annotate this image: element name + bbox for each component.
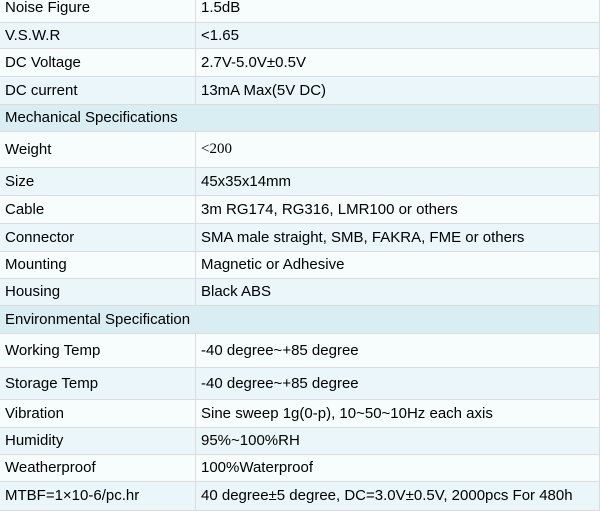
spec-value: 1.5dB: [195, 0, 600, 23]
spec-value: 95%~100%RH: [195, 427, 600, 455]
spec-label: Housing: [0, 278, 196, 306]
spec-label: Mounting: [0, 251, 196, 279]
table-row: Working Temp -40 degree~+85 degree: [0, 333, 600, 368]
table-row: Housing Black ABS: [0, 278, 600, 306]
table-row: DC Voltage 2.7V-5.0V±0.5V: [0, 48, 600, 77]
spec-label: Humidity: [0, 427, 196, 455]
spec-label: DC current: [0, 76, 196, 105]
spec-label: Noise Figure: [0, 0, 196, 23]
table-row: Vibration Sine sweep 1g(0-p), 10~50~10Hz…: [0, 399, 600, 428]
spec-label: Weatherproof: [0, 454, 196, 482]
spec-value: SMA male straight, SMB, FAKRA, FME or ot…: [195, 223, 600, 252]
table-row: Mounting Magnetic or Adhesive: [0, 251, 600, 279]
spec-value: 3m RG174, RG316, LMR100 or others: [195, 195, 600, 224]
spec-label: Vibration: [0, 399, 196, 428]
spec-value: Sine sweep 1g(0-p), 10~50~10Hz each axis: [195, 399, 600, 428]
spec-value: <200: [195, 131, 600, 168]
spec-value: <1.65: [195, 22, 600, 49]
spec-value: -40 degree~+85 degree: [195, 367, 600, 400]
section-header-row: Mechanical Specifications: [0, 104, 600, 132]
spec-value: 13mA Max(5V DC): [195, 76, 600, 105]
table-row: Weight <200: [0, 131, 600, 168]
table-row: Humidity 95%~100%RH: [0, 427, 600, 455]
spec-label: V.S.W.R: [0, 22, 196, 49]
spec-value: 40 degree±5 degree, DC=3.0V±0.5V, 2000pc…: [195, 481, 600, 511]
section-heading-environmental: Environmental Specification: [0, 305, 600, 334]
table-row: V.S.W.R <1.65: [0, 22, 600, 49]
table-row: Cable 3m RG174, RG316, LMR100 or others: [0, 195, 600, 224]
spec-label: Connector: [0, 223, 196, 252]
table-row: Size 45x35x14mm: [0, 167, 600, 196]
spec-value: 100%Waterproof: [195, 454, 600, 482]
section-header-row: Environmental Specification: [0, 305, 600, 334]
table-row: MTBF=1×10-6/pc.hr 40 degree±5 degree, DC…: [0, 481, 600, 511]
table-row: Storage Temp -40 degree~+85 degree: [0, 367, 600, 400]
spec-label: MTBF=1×10-6/pc.hr: [0, 481, 196, 511]
table-row: DC current 13mA Max(5V DC): [0, 76, 600, 105]
spec-value: 45x35x14mm: [195, 167, 600, 196]
spec-label: Storage Temp: [0, 367, 196, 400]
spec-label: Weight: [0, 131, 196, 168]
table-row: Connector SMA male straight, SMB, FAKRA,…: [0, 223, 600, 252]
section-heading-mechanical: Mechanical Specifications: [0, 104, 600, 132]
spec-value: Magnetic or Adhesive: [195, 251, 600, 279]
spec-value: Black ABS: [195, 278, 600, 306]
table-row: Noise Figure 1.5dB: [0, 0, 600, 23]
table-row: Weatherproof 100%Waterproof: [0, 454, 600, 482]
spec-label: DC Voltage: [0, 48, 196, 77]
spec-label: Cable: [0, 195, 196, 224]
spec-label: Working Temp: [0, 333, 196, 368]
spec-label: Size: [0, 167, 196, 196]
spec-value: -40 degree~+85 degree: [195, 333, 600, 368]
spec-value: 2.7V-5.0V±0.5V: [195, 48, 600, 77]
